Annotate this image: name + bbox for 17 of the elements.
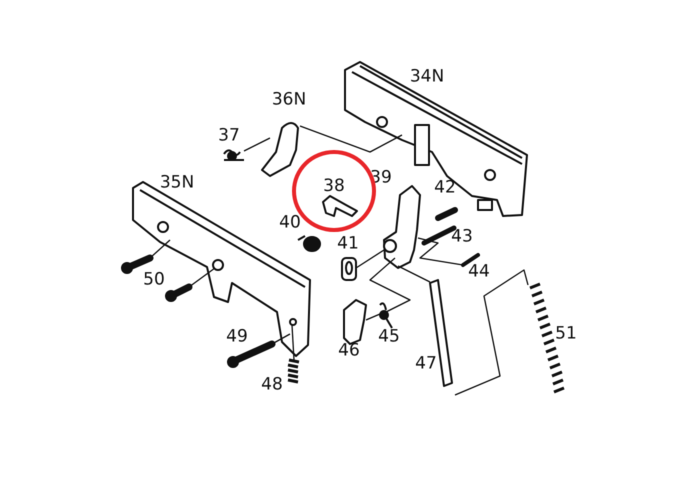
part-number: 40 [279,214,301,232]
part-number: 35N [160,174,194,192]
part-number: 37 [218,128,240,144]
part-number: 42 [434,180,456,196]
part-number: 38 [323,178,345,195]
part-number: 36N [272,92,306,108]
part-number: 45 [378,328,400,346]
part-number: 34N [410,68,444,86]
part-number: 48 [261,376,283,394]
part-number: 51 [555,326,577,342]
part-number: 44 [468,264,490,280]
part-number: 50 [143,272,165,288]
part-number: 46 [338,342,360,360]
part-number: 43 [451,228,473,246]
part-number: 41 [337,236,359,252]
part-number: 47 [415,356,437,372]
part-number: 49 [226,328,248,346]
